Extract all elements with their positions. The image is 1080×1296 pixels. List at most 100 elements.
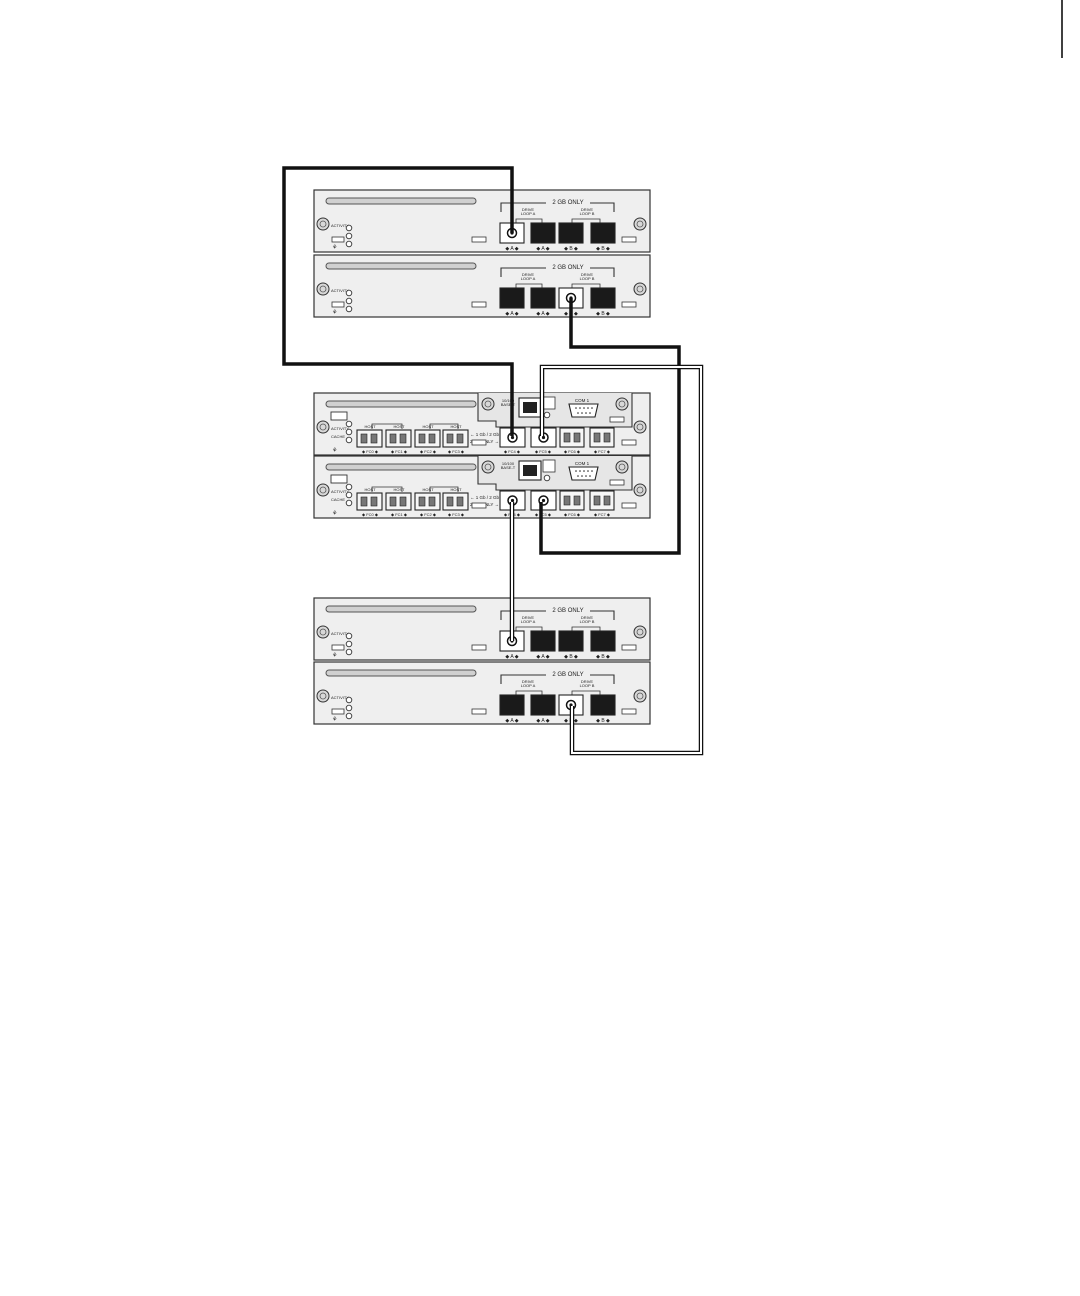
screw-icon — [316, 420, 330, 434]
status-slot — [331, 708, 345, 715]
host-port-lane — [389, 433, 397, 444]
loop-b-bracket — [571, 283, 601, 289]
screw-icon — [633, 217, 647, 231]
com-pin — [575, 470, 577, 472]
led-indicator — [345, 640, 353, 648]
com-port-label: COM 1 — [575, 398, 590, 403]
sfp-port-empty — [590, 630, 616, 652]
drive-port — [589, 490, 615, 511]
host-port-lane — [399, 433, 407, 444]
loop-a-bracket — [515, 218, 543, 224]
host-port-lane — [428, 433, 436, 444]
led-indicator — [345, 240, 353, 248]
sfp-port-empty — [590, 694, 616, 716]
cache-label: CACHE — [331, 434, 345, 439]
led-indicator — [543, 411, 551, 419]
label-slot — [471, 644, 487, 651]
header-bg — [546, 263, 590, 273]
com-pin — [587, 470, 589, 472]
loop-b-bracket — [571, 218, 601, 224]
com-pin — [591, 470, 593, 472]
label-slot — [621, 502, 637, 509]
screw-icon — [633, 420, 647, 434]
cable-core — [541, 366, 702, 754]
host-port-label: HOST — [364, 487, 376, 492]
drive-port-lane — [603, 432, 611, 443]
drive-port-lane — [563, 495, 571, 506]
port-letter-label: ◆ B ◆ — [564, 246, 578, 252]
fc-port-label: ◆ FC0 ◆ — [362, 449, 379, 454]
screw-icon — [633, 282, 647, 296]
screw-icon — [316, 483, 330, 497]
tray-handle — [325, 197, 477, 205]
screw-icon — [615, 460, 629, 474]
port-letter-label: ◆ A ◆ — [536, 246, 549, 252]
fc-port-label: ◆ FC4 ◆ — [504, 449, 521, 454]
sfp-port-empty — [590, 222, 616, 244]
cable-ctrl-a-to-tray2-lower — [539, 364, 704, 756]
com-port-icon — [568, 403, 599, 418]
screw-icon — [633, 689, 647, 703]
fc-port-label: ◆ FC1 ◆ — [391, 449, 408, 454]
tray-handle — [325, 262, 477, 270]
led-indicator — [345, 428, 353, 436]
host-port-lane — [428, 496, 436, 507]
host-port-label: HOST — [364, 424, 376, 429]
led-indicator — [345, 648, 353, 656]
sfp-port-empty — [590, 287, 616, 309]
label-slot — [471, 502, 487, 509]
cache-label: CACHE — [331, 497, 345, 502]
screw-head-icon — [319, 285, 327, 293]
label-slot — [621, 301, 637, 308]
com-pin — [583, 470, 585, 472]
com-pin — [589, 412, 591, 414]
label-slot — [609, 416, 625, 423]
drive-port-lane — [573, 432, 581, 443]
loop-b-bracket — [571, 626, 601, 632]
host-port-lane — [456, 433, 464, 444]
host-port-label: HOST — [422, 487, 434, 492]
drive-port-lane — [573, 495, 581, 506]
network-card — [477, 393, 633, 428]
activity-label: ACTIVITY — [331, 288, 349, 293]
header-bg — [546, 670, 590, 680]
fc-port-label: ◆ FC1 ◆ — [391, 512, 408, 517]
host-port-label: HOST — [422, 424, 434, 429]
port-letter-label: ◆ A ◆ — [536, 654, 549, 660]
activity-label: ACTIVITY — [331, 426, 349, 431]
speed-note-1: ← 1 Gb / 2 Gb — [470, 432, 500, 437]
host-bracket — [371, 423, 403, 429]
led-indicator — [345, 704, 353, 712]
host-port-lane — [446, 496, 454, 507]
com-pin — [577, 412, 579, 414]
com-pin — [581, 475, 583, 477]
com-pin — [581, 412, 583, 414]
port-letter-label: ◆ B ◆ — [564, 654, 578, 660]
port-letter-label: ◆ A ◆ — [505, 654, 518, 660]
led-indicator — [345, 224, 353, 232]
host-port-lane — [456, 496, 464, 507]
com-port-icon — [568, 466, 599, 481]
host-port-lane — [418, 433, 426, 444]
cable-plug-core — [569, 703, 573, 707]
ethernet-jack-icon — [523, 465, 537, 476]
cable-tray1-lower-to-ctrl-b — [539, 298, 681, 555]
speed-header: 2 GB ONLY — [552, 672, 583, 678]
cable-plug-core — [510, 435, 515, 440]
screw-icon — [316, 217, 330, 231]
fc-port-label: ◆ FC3 ◆ — [448, 512, 465, 517]
tray-handle — [325, 669, 477, 677]
com-pin — [585, 412, 587, 414]
drive-port — [559, 427, 585, 448]
screw-icon — [481, 460, 495, 474]
screw-head-icon — [618, 400, 626, 408]
loop-a-bracket — [515, 690, 543, 696]
screw-head-icon — [636, 692, 644, 700]
sfp-port-empty — [530, 630, 556, 652]
